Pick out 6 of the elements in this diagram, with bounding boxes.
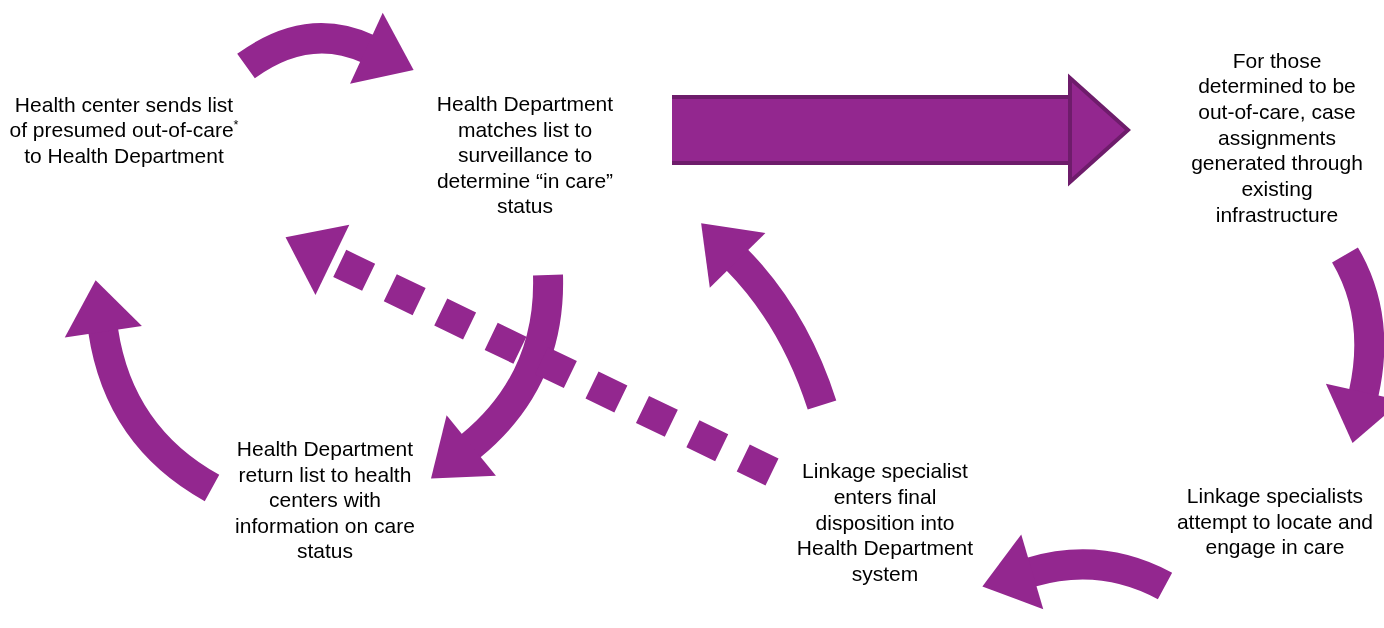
- step-text: Health Department return list to health centers with information on care status: [234, 435, 416, 564]
- step-text: Linkage specialists attempt to locate and engage in care: [1175, 483, 1375, 560]
- step-text: For those determined to be out-of-care, case assignments generated through existing infrastructure: [1190, 47, 1364, 228]
- step-text: Health center sends list of presumed out-of-care$^{*}$ to Health Department: [8, 91, 240, 169]
- step-text: Linkage specialist enters final disposition into Health Department system: [795, 458, 975, 587]
- step-text: Health Department matches list to surveillance to determine “in care” status: [435, 90, 615, 219]
